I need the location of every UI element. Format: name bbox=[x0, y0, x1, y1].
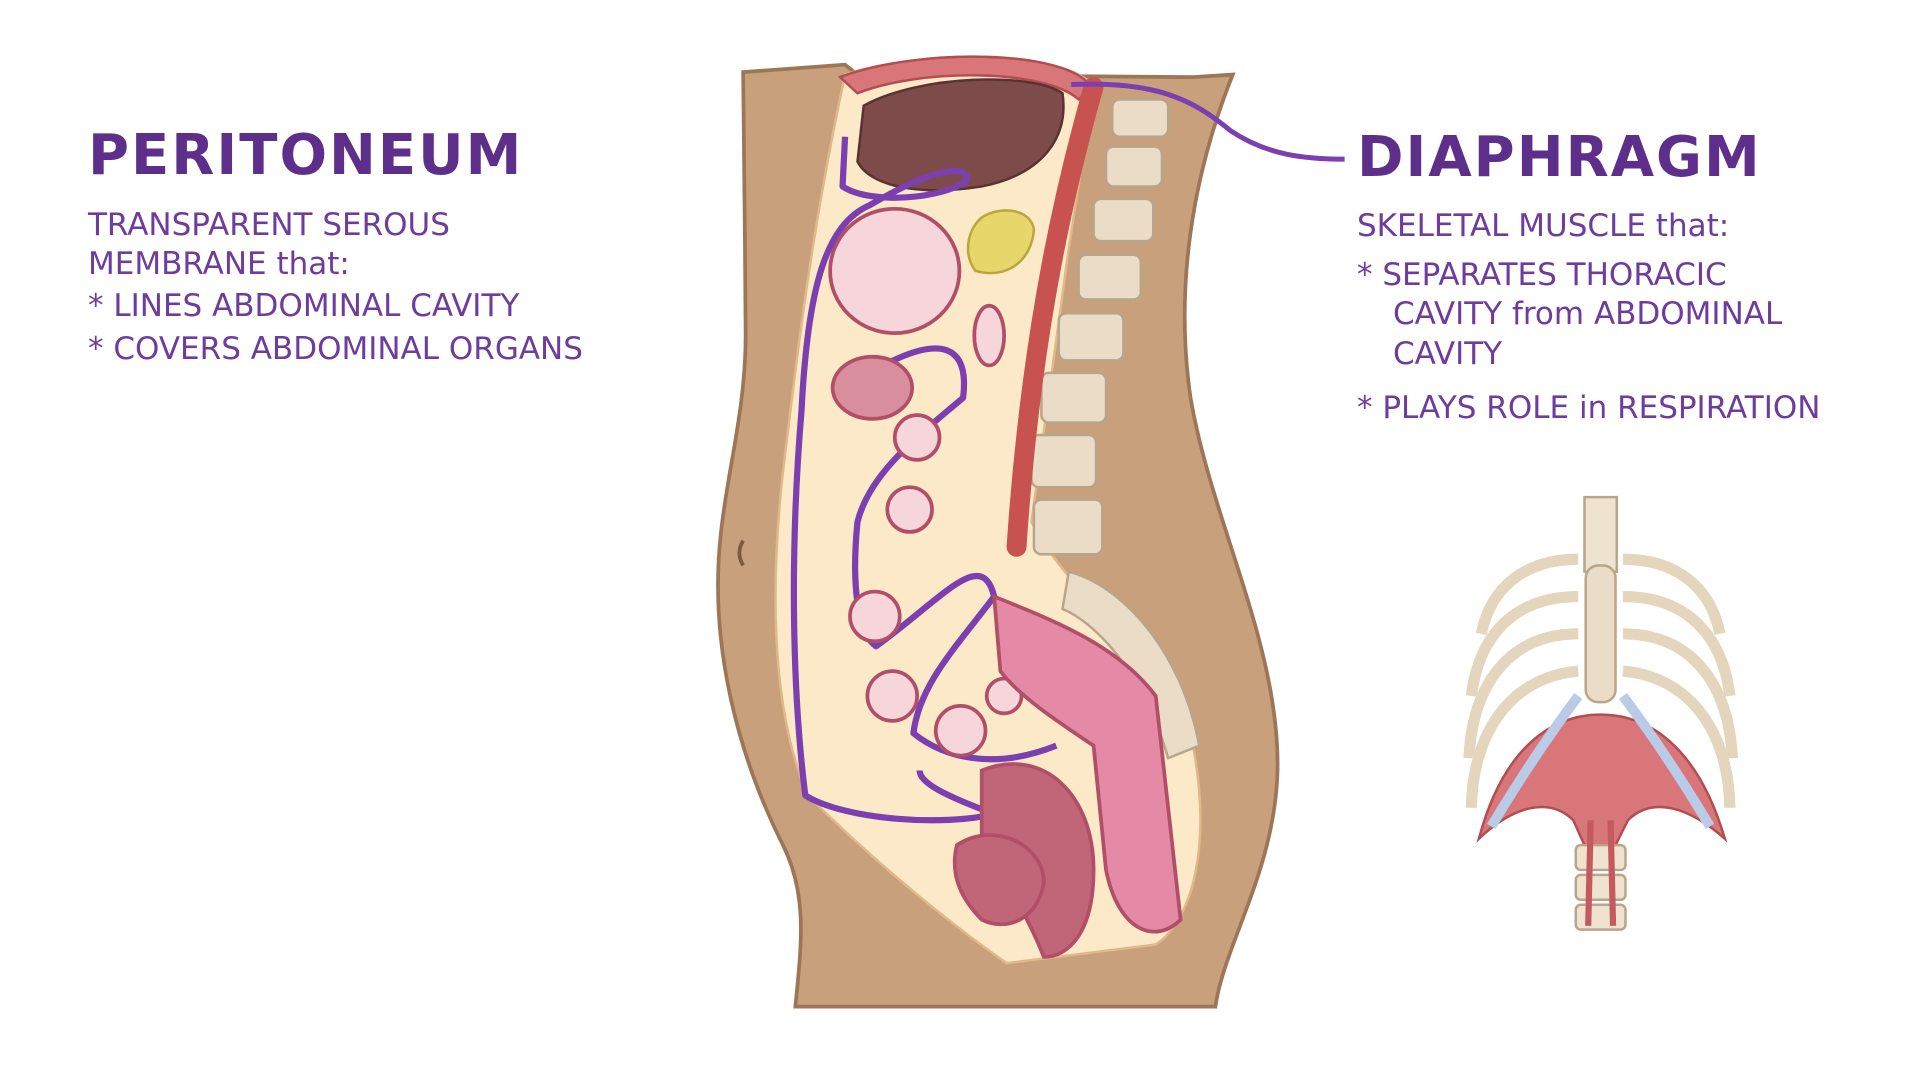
sagittal-abdomen-illustration bbox=[716, 55, 1345, 1009]
ribcage-illustration bbox=[1463, 495, 1738, 931]
diaphragm-desc-line: SKELETAL MUSCLE that: bbox=[1357, 208, 1730, 244]
ribs bbox=[1463, 553, 1738, 808]
costal-cartilage bbox=[1486, 692, 1715, 830]
peritoneum-bullet: * COVERS ABDOMINAL ORGANS bbox=[88, 331, 583, 367]
diaphragm-crura bbox=[1585, 820, 1617, 926]
diaphragm-bullet: * PLAYS ROLE in RESPIRATION bbox=[1357, 390, 1821, 426]
navel bbox=[737, 539, 745, 567]
organs bbox=[828, 206, 1183, 959]
peritoneum-bullet: * LINES ABDOMINAL CAVITY bbox=[88, 288, 520, 324]
diaphragm-bullet-cont: CAVITY bbox=[1393, 336, 1503, 372]
peritoneum-desc-line: TRANSPARENT SEROUS bbox=[88, 207, 450, 243]
pancreas bbox=[966, 209, 1036, 275]
sternum bbox=[1584, 564, 1617, 704]
diaphragm-bullet-cont: CAVITY from ABDOMINAL bbox=[1393, 296, 1783, 332]
vertebral-column-upper bbox=[1583, 495, 1619, 573]
diaphragm-title: DIAPHRAGM bbox=[1357, 125, 1762, 190]
lumbar-vertebrae bbox=[1574, 843, 1627, 931]
spine bbox=[1030, 98, 1201, 760]
peritoneum-title: PERITONEUM bbox=[88, 123, 524, 188]
peritoneum-desc-line: MEMBRANE that: bbox=[88, 246, 350, 282]
peritoneum-lines bbox=[790, 136, 1058, 824]
aorta bbox=[1006, 77, 1104, 557]
diaphragm-leader-line bbox=[1071, 81, 1345, 162]
diaphragm-bullet: * SEPARATES THORACIC bbox=[1357, 257, 1727, 293]
